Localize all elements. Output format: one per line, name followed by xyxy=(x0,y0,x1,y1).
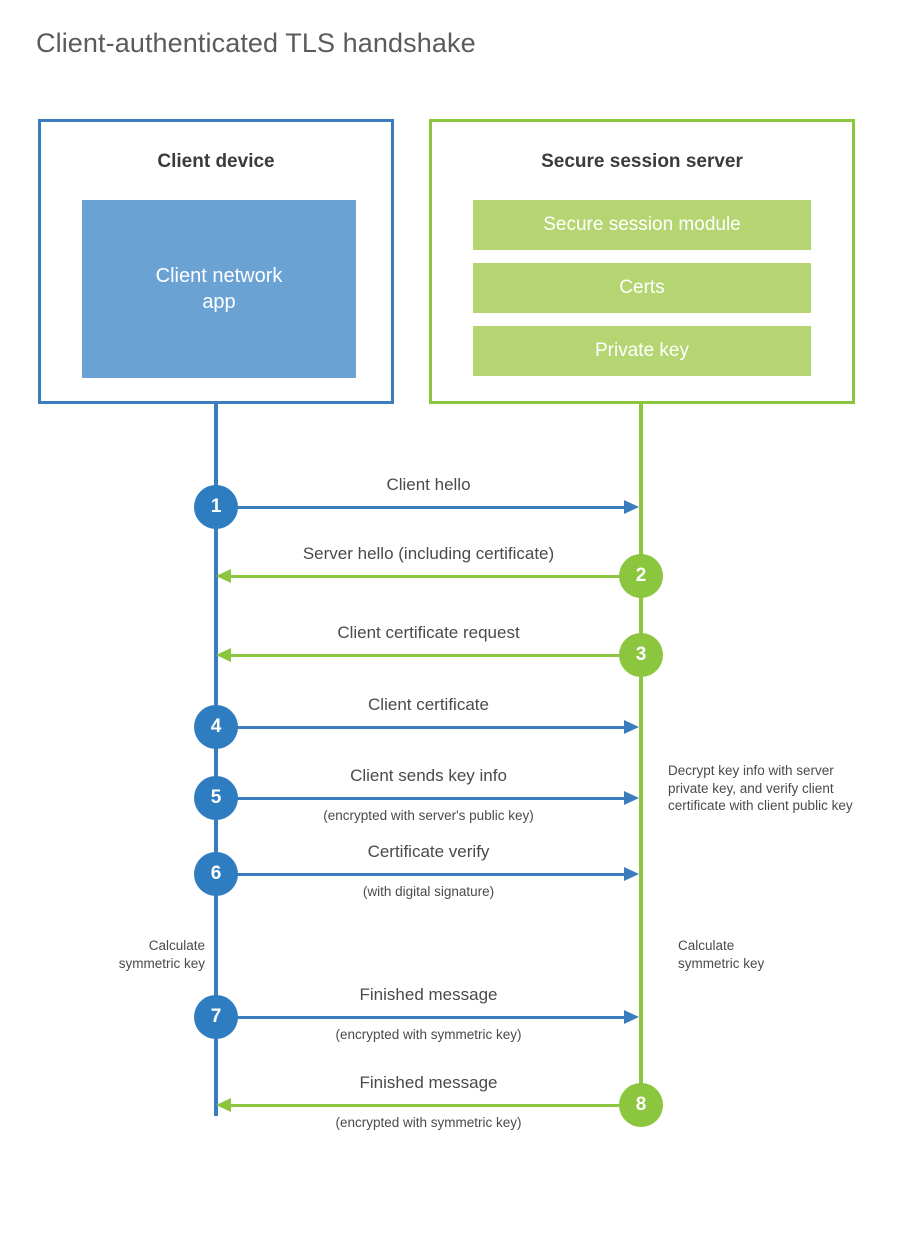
message-arrow-line-4 xyxy=(216,726,626,729)
server-calculate-symmetric-key-annotation: Calculate symmetric key xyxy=(678,937,853,972)
message-sublabel-7: (encrypted with symmetric key) xyxy=(335,1027,522,1042)
client-lifeline xyxy=(214,404,218,1116)
client-device-title: Client device xyxy=(157,151,275,172)
message-label-6: Certificate verify xyxy=(367,842,490,861)
message-sublabel-5: (encrypted with server's public key) xyxy=(323,808,534,823)
step-circle-8[interactable]: 8 xyxy=(619,1083,663,1127)
step-circle-3[interactable]: 3 xyxy=(619,633,663,677)
message-arrow-line-8 xyxy=(230,1104,641,1107)
step-circle-2[interactable]: 2 xyxy=(619,554,663,598)
step-circle-4[interactable]: 4 xyxy=(194,705,238,749)
message-label-3: Client certificate request xyxy=(337,623,520,642)
client-calculate-symmetric-key-annotation: Calculate symmetric key xyxy=(60,937,205,972)
server-module-private-key: Private key xyxy=(473,326,811,376)
message-label-1: Client hello xyxy=(386,475,471,494)
message-arrow-head-2 xyxy=(216,569,231,583)
page-title: Client-authenticated TLS handshake xyxy=(36,28,476,58)
client-calc-line1: Calculate xyxy=(148,938,205,953)
server-module-secure-session-module: Secure session module xyxy=(473,200,811,250)
secure-session-server-title: Secure session server xyxy=(541,151,743,172)
message-label-8: Finished message xyxy=(359,1073,498,1092)
client-calc-line2: symmetric key xyxy=(118,955,205,971)
message-arrow-line-5 xyxy=(216,797,626,800)
message-label-4: Client certificate xyxy=(368,695,489,714)
step-circle-7[interactable]: 7 xyxy=(194,995,238,1039)
message-label-7: Finished message xyxy=(359,985,498,1004)
step-circle-6[interactable]: 6 xyxy=(194,852,238,896)
message-arrow-head-4 xyxy=(624,720,639,734)
message-label-2: Server hello (including certificate) xyxy=(302,544,555,563)
message-arrow-line-6 xyxy=(216,873,626,876)
message-arrow-line-3 xyxy=(230,654,641,657)
message-arrow-head-7 xyxy=(624,1010,639,1024)
message-arrow-line-7 xyxy=(216,1016,626,1019)
server-module-certs: Certs xyxy=(473,263,811,313)
message-arrow-head-5 xyxy=(624,791,639,805)
message-arrow-head-1 xyxy=(624,500,639,514)
server-decrypt-annotation: Decrypt key info with server private key… xyxy=(668,763,853,813)
message-arrow-head-3 xyxy=(216,648,231,662)
step-circle-1[interactable]: 1 xyxy=(194,485,238,529)
message-sublabel-6: (with digital signature) xyxy=(362,884,495,899)
message-label-5: Client sends key info xyxy=(350,766,507,785)
message-sublabel-8: (encrypted with symmetric key) xyxy=(335,1115,522,1130)
server-calc-line1: Calculate xyxy=(678,938,735,953)
secure-session-server-box: Secure session server Secure session mod… xyxy=(429,119,855,404)
server-calc-line2: symmetric key xyxy=(678,955,765,971)
server-lifeline xyxy=(639,404,643,1106)
message-arrow-head-8 xyxy=(216,1098,231,1112)
message-arrow-line-2 xyxy=(230,575,641,578)
step-circle-5[interactable]: 5 xyxy=(194,776,238,820)
message-arrow-head-6 xyxy=(624,867,639,881)
message-arrow-line-1 xyxy=(216,506,626,509)
